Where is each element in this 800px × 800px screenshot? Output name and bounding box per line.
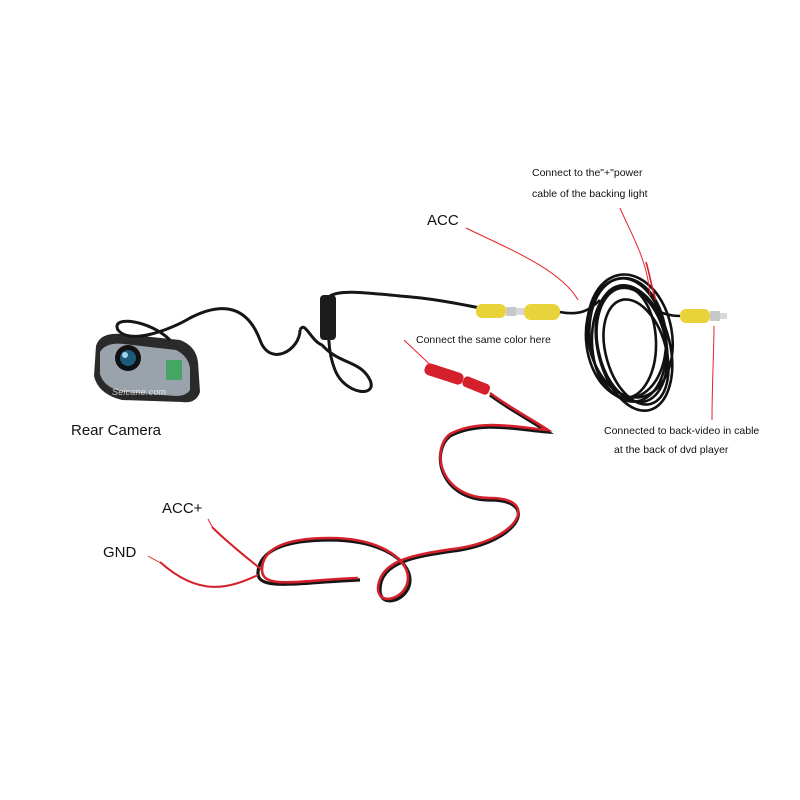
annotation-lines xyxy=(147,207,715,567)
camera-cable-upper xyxy=(298,309,373,393)
acc-plus-wire xyxy=(211,526,263,571)
acc-plus-label: ACC+ xyxy=(162,500,203,517)
video-note-line1: Connected to back-video in cable xyxy=(604,425,760,437)
video-note-line2: at the back of dvd player xyxy=(614,444,729,456)
watermark: Seicane.com xyxy=(112,387,167,397)
power-cable-red xyxy=(260,391,553,601)
gnd-wire xyxy=(159,561,259,588)
rca-female-connector xyxy=(524,304,560,320)
acc-label: ACC xyxy=(427,212,459,229)
rear-camera-label: Rear Camera xyxy=(71,422,162,439)
rear-camera xyxy=(94,333,200,403)
camera-cable xyxy=(115,307,302,356)
rca-output-connector xyxy=(680,309,727,323)
rca-male-connector xyxy=(476,304,524,318)
power-note-line2: cable of the backing light xyxy=(532,188,648,200)
inline-connector xyxy=(320,295,336,340)
gnd-label: GND xyxy=(103,544,137,561)
same-color-label: Connect the same color here xyxy=(416,334,551,346)
coiled-extension-cable xyxy=(559,273,685,413)
video-cable xyxy=(329,290,481,310)
power-note-line1: Connect to the"+"power xyxy=(532,167,643,179)
backing-light-lead xyxy=(645,261,657,301)
